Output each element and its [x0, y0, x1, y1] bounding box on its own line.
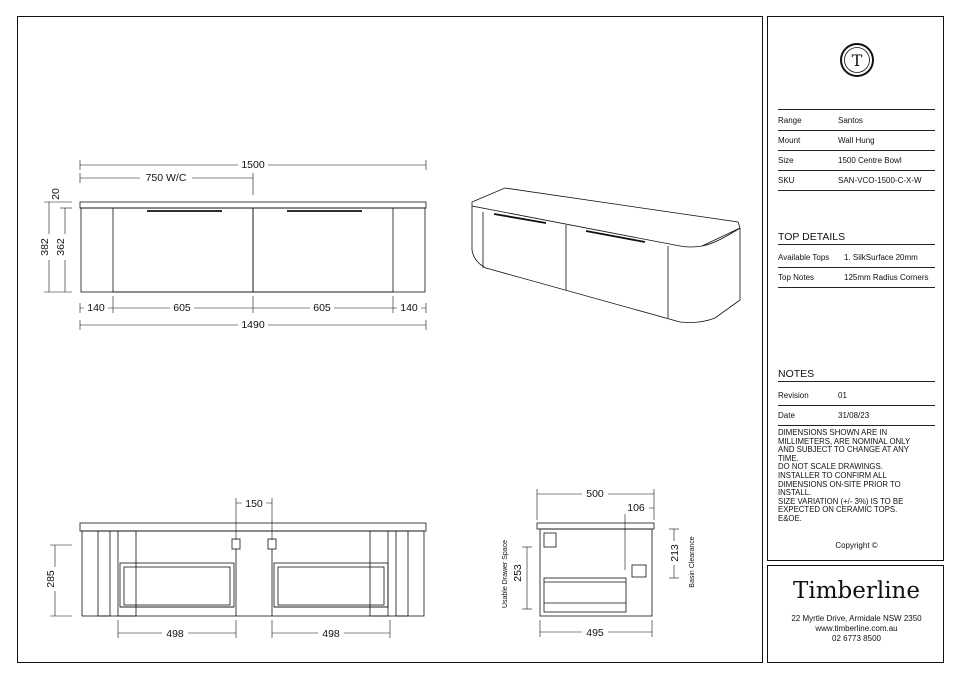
dim-setback: 106 [627, 502, 645, 514]
timberline-logo-icon: T [840, 43, 874, 77]
section-title: TOP DETAILS [778, 231, 846, 243]
note-value: 31/08/23 [838, 411, 870, 420]
dim-gap: 150 [245, 498, 263, 510]
basin-clearance-label: Basin Clearance [689, 536, 696, 587]
brand-phone: 02 6773 8500 [832, 634, 881, 643]
dim-wc-width: 750 W/C [146, 172, 187, 184]
dim-body-depth: 495 [586, 627, 604, 639]
notes-heading: NOTES [778, 366, 935, 382]
logo-letter: T [852, 51, 863, 70]
brand-website: www.timberline.com.au [815, 624, 898, 633]
note-row-revision: Revision 01 [778, 385, 935, 406]
copyright-text: Copyright © [835, 541, 878, 550]
spec-row-sku: SKU SAN-VCO-1500-C-X-W [778, 170, 935, 191]
drawing-frame [17, 16, 763, 663]
note-row-date: Date 31/08/23 [778, 405, 935, 426]
top-detail-row: Top Notes 125mm Radius Corners [778, 267, 935, 288]
dim-usable-drawer: 253 [512, 564, 524, 582]
front-elevation [79, 201, 427, 293]
detail-value: 125mm Radius Corners [844, 273, 929, 282]
spec-label: Range [778, 116, 802, 125]
brand-block: Timberline 22 Myrtle Drive, Armidale NSW… [767, 565, 944, 663]
brand-address: 22 Myrtle Drive, Armidale NSW 2350 [791, 614, 922, 623]
detail-value: 1. SilkSurface 20mm [844, 253, 918, 262]
dim-drawer-left: 605 [173, 302, 191, 314]
section-title: NOTES [778, 368, 815, 380]
spec-row-size: Size 1500 Centre Bowl [778, 150, 935, 171]
dim-overall-height: 382 [39, 238, 51, 256]
spec-value: Wall Hung [838, 136, 875, 145]
spec-label: Size [778, 156, 794, 165]
section-view [79, 522, 427, 617]
dim-top-thickness: 20 [50, 188, 62, 200]
dim-body-width: 1490 [241, 319, 265, 331]
top-details-heading: TOP DETAILS [778, 229, 935, 245]
disclaimer-text: DIMENSIONS SHOWN ARE IN MILLIMETERS, ARE… [778, 428, 911, 523]
isometric-view [471, 187, 741, 323]
detail-label: Available Tops [778, 253, 830, 262]
spec-label: Mount [778, 136, 801, 145]
note-label: Date [778, 411, 795, 420]
dim-drawer-right: 605 [313, 302, 331, 314]
dim-side-left: 140 [87, 302, 105, 314]
spec-value: 1500 Centre Bowl [838, 156, 902, 165]
note-label: Revision [778, 391, 809, 400]
dim-section-height: 285 [45, 570, 57, 588]
title-block: T Range Santos Mount Wall Hung Size 1500… [767, 16, 944, 561]
dim-section-drawer-right: 498 [322, 628, 340, 640]
dim-overall-width: 1500 [241, 159, 265, 171]
spec-row-mount: Mount Wall Hung [778, 130, 935, 151]
spec-row-range: Range Santos [778, 109, 935, 131]
dim-side-right: 140 [400, 302, 418, 314]
dim-section-drawer-left: 498 [166, 628, 184, 640]
dim-body-height: 362 [55, 238, 67, 256]
spec-value: Santos [838, 116, 863, 125]
top-detail-row: Available Tops 1. SilkSurface 20mm [778, 247, 935, 268]
dim-basin-clearance: 213 [669, 544, 681, 562]
brand-name: Timberline [793, 578, 920, 604]
spec-value: SAN-VCO-1500-C-X-W [838, 176, 922, 185]
usable-drawer-label: Usable Drawer Space [502, 540, 509, 608]
dim-depth: 500 [586, 488, 604, 500]
spec-label: SKU [778, 176, 795, 185]
note-value: 01 [838, 391, 847, 400]
detail-label: Top Notes [778, 273, 815, 282]
side-section [536, 522, 655, 617]
